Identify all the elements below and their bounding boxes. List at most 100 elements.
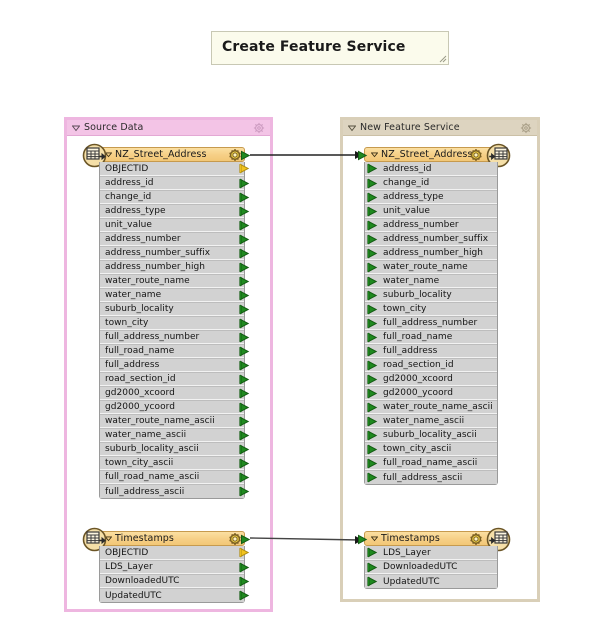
field-row[interactable]: town_city_ascii	[365, 442, 497, 456]
field-row[interactable]: road_section_id	[100, 372, 250, 386]
field-row[interactable]: LDS_Layer	[100, 560, 250, 574]
output-arrow-icon[interactable]	[239, 360, 250, 371]
database-table-icon[interactable]	[486, 527, 511, 552]
field-row[interactable]: suburb_locality_ascii	[365, 428, 497, 442]
output-arrow-icon[interactable]	[239, 192, 250, 203]
field-row[interactable]: suburb_locality	[365, 288, 497, 302]
field-row[interactable]: full_address	[100, 358, 250, 372]
output-arrow-icon[interactable]	[239, 220, 250, 231]
field-row[interactable]: full_address	[365, 344, 497, 358]
input-arrow-icon[interactable]	[367, 346, 378, 357]
output-arrow-icon[interactable]	[239, 163, 250, 174]
gear-icon[interactable]	[229, 533, 241, 545]
output-arrow-icon[interactable]	[239, 576, 250, 587]
input-arrow-icon[interactable]	[367, 458, 378, 469]
output-arrow-icon[interactable]	[239, 276, 250, 287]
input-arrow-icon[interactable]	[367, 276, 378, 287]
input-arrow-icon[interactable]	[367, 388, 378, 399]
field-row[interactable]: gd2000_ycoord	[365, 386, 497, 400]
field-row[interactable]: UpdatedUTC	[100, 588, 250, 602]
input-arrow-icon[interactable]	[367, 262, 378, 273]
field-row[interactable]: full_address_ascii	[100, 484, 250, 498]
output-arrow-icon[interactable]	[239, 562, 250, 573]
output-arrow-icon[interactable]	[239, 416, 250, 427]
output-arrow-icon[interactable]	[239, 458, 250, 469]
field-row[interactable]: water_name	[365, 274, 497, 288]
field-row[interactable]: full_road_name_ascii	[365, 456, 497, 470]
node-input-arrow-icon[interactable]	[357, 150, 368, 161]
diagram-title-box[interactable]: Create Feature Service	[211, 31, 449, 65]
field-row[interactable]: full_road_name_ascii	[100, 470, 250, 484]
gear-icon[interactable]	[229, 149, 241, 161]
output-arrow-icon[interactable]	[239, 318, 250, 329]
field-row[interactable]: town_city	[100, 316, 250, 330]
field-row[interactable]: suburb_locality_ascii	[100, 442, 250, 456]
field-row[interactable]: address_number_high	[100, 260, 250, 274]
input-arrow-icon[interactable]	[367, 416, 378, 427]
field-row[interactable]: water_route_name	[365, 260, 497, 274]
field-row[interactable]: address_id	[100, 176, 250, 190]
gear-icon[interactable]	[470, 149, 482, 161]
field-row[interactable]: road_section_id	[365, 358, 497, 372]
node-header-tgt-timestamps[interactable]: Timestamps	[358, 527, 511, 552]
node-header-src-address[interactable]: NZ_Street_Address	[82, 143, 251, 168]
node-output-arrow-icon[interactable]	[240, 534, 251, 545]
field-row[interactable]: LDS_Layer	[365, 546, 497, 560]
field-row[interactable]: gd2000_xcoord	[365, 372, 497, 386]
triangle-down-icon[interactable]	[105, 535, 112, 542]
field-row[interactable]: unit_value	[365, 204, 497, 218]
field-row[interactable]: address_type	[100, 204, 250, 218]
database-table-icon[interactable]	[82, 143, 107, 168]
input-arrow-icon[interactable]	[367, 304, 378, 315]
input-arrow-icon[interactable]	[367, 178, 378, 189]
output-arrow-icon[interactable]	[239, 262, 250, 273]
database-table-icon[interactable]	[486, 143, 511, 168]
node-output-arrow-icon[interactable]	[240, 150, 251, 161]
field-row[interactable]: water_name_ascii	[365, 414, 497, 428]
field-row[interactable]: full_road_name	[365, 330, 497, 344]
field-row[interactable]: town_city	[365, 302, 497, 316]
output-arrow-icon[interactable]	[239, 178, 250, 189]
field-row[interactable]: suburb_locality	[100, 302, 250, 316]
output-arrow-icon[interactable]	[239, 444, 250, 455]
triangle-down-icon[interactable]	[348, 124, 356, 132]
field-row[interactable]: water_route_name_ascii	[365, 400, 497, 414]
field-row[interactable]: water_name	[100, 288, 250, 302]
input-arrow-icon[interactable]	[367, 430, 378, 441]
field-row[interactable]: address_number_high	[365, 246, 497, 260]
field-row[interactable]: change_id	[365, 176, 497, 190]
node-header-src-timestamps[interactable]: Timestamps	[82, 527, 251, 552]
output-arrow-icon[interactable]	[239, 234, 250, 245]
input-arrow-icon[interactable]	[367, 192, 378, 203]
field-row[interactable]: full_road_name	[100, 344, 250, 358]
field-row[interactable]: OBJECTID	[100, 162, 250, 176]
output-arrow-icon[interactable]	[239, 402, 250, 413]
output-arrow-icon[interactable]	[239, 332, 250, 343]
field-row[interactable]: town_city_ascii	[100, 456, 250, 470]
field-row[interactable]: gd2000_xcoord	[100, 386, 250, 400]
gear-icon[interactable]	[520, 122, 532, 134]
input-arrow-icon[interactable]	[367, 374, 378, 385]
field-row[interactable]: gd2000_ycoord	[100, 400, 250, 414]
input-arrow-icon[interactable]	[367, 472, 378, 483]
input-arrow-icon[interactable]	[367, 547, 378, 558]
field-row[interactable]: address_number	[100, 232, 250, 246]
field-row[interactable]: full_address_ascii	[365, 470, 497, 484]
field-row[interactable]: address_id	[365, 162, 497, 176]
input-arrow-icon[interactable]	[367, 234, 378, 245]
resize-grip-icon[interactable]	[439, 55, 447, 63]
group-source-data-header[interactable]: Source Data	[67, 120, 270, 136]
field-row[interactable]: unit_value	[100, 218, 250, 232]
field-row[interactable]: UpdatedUTC	[365, 574, 497, 588]
input-arrow-icon[interactable]	[367, 562, 378, 573]
triangle-down-icon[interactable]	[105, 151, 112, 158]
input-arrow-icon[interactable]	[367, 248, 378, 259]
triangle-down-icon[interactable]	[72, 124, 80, 132]
input-arrow-icon[interactable]	[367, 220, 378, 231]
field-row[interactable]: water_route_name_ascii	[100, 414, 250, 428]
field-row[interactable]: water_name_ascii	[100, 428, 250, 442]
input-arrow-icon[interactable]	[367, 576, 378, 587]
